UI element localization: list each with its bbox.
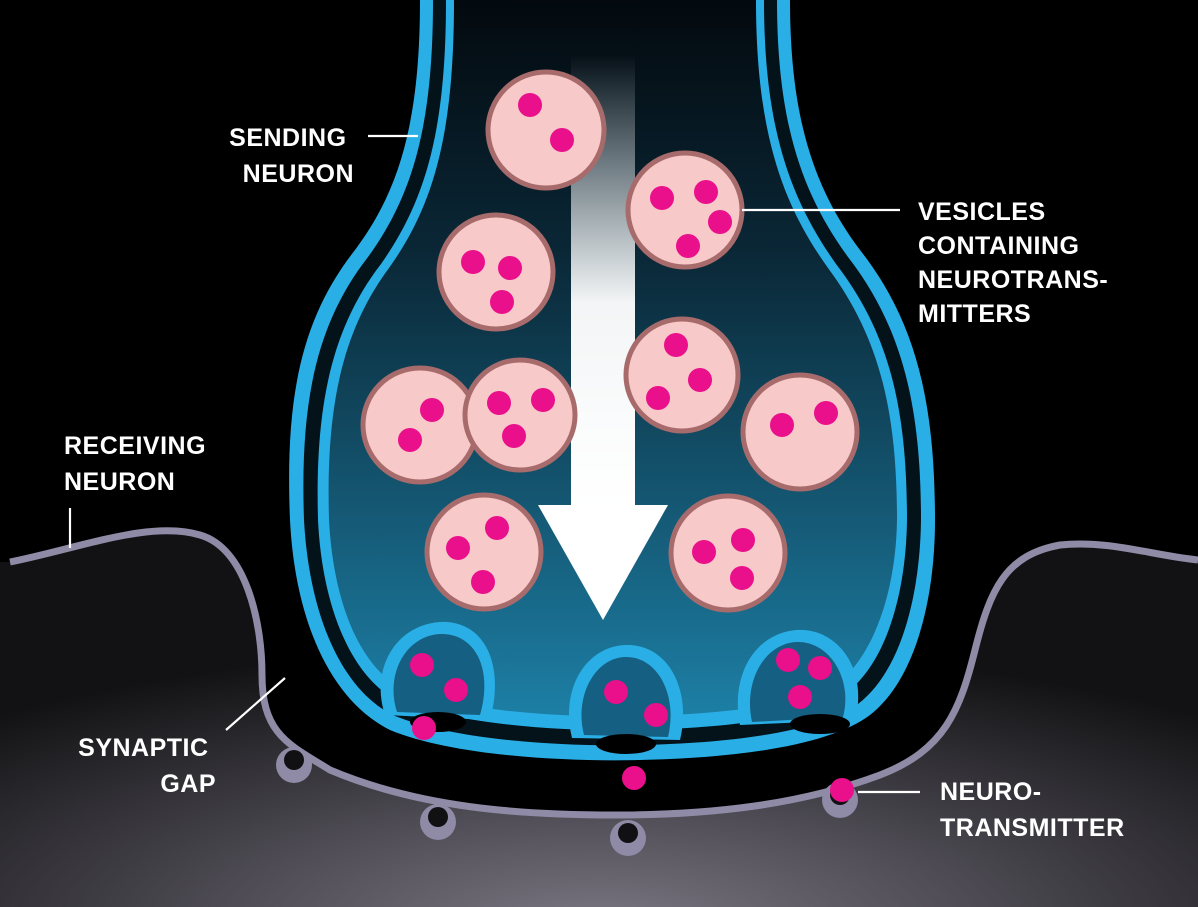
neurotransmitter-dot — [412, 716, 436, 740]
neurotransmitter-dot — [502, 424, 526, 448]
neurotransmitter-dot — [490, 290, 514, 314]
vesicle-body — [671, 496, 785, 610]
vesicle-body — [743, 375, 857, 489]
vesicle-body — [363, 368, 477, 482]
neurotransmitter-dot — [604, 680, 628, 704]
vesicle — [465, 360, 575, 470]
neurotransmitter-dot — [808, 656, 832, 680]
vesicle-body — [465, 360, 575, 470]
neurotransmitter-dot — [776, 648, 800, 672]
neurotransmitter-dot — [788, 685, 812, 709]
vesicle-body — [488, 72, 604, 188]
neurotransmitter-dot — [446, 536, 470, 560]
neurotransmitter-dot — [770, 413, 794, 437]
vesicle — [743, 375, 857, 489]
vesicle — [671, 496, 785, 610]
neurotransmitter-dot — [676, 234, 700, 258]
neurotransmitter-dot — [664, 333, 688, 357]
neurotransmitter-dot — [688, 368, 712, 392]
neurotransmitter-dot — [498, 256, 522, 280]
neurotransmitter-dot — [518, 93, 542, 117]
neurotransmitter-dot — [731, 528, 755, 552]
neurotransmitter-dot — [694, 180, 718, 204]
neurotransmitter-dot — [487, 391, 511, 415]
vesicle — [628, 153, 742, 267]
neurotransmitter-dot — [692, 540, 716, 564]
vesicle — [488, 72, 604, 188]
neurotransmitter-dot — [420, 398, 444, 422]
neurotransmitter-dot — [644, 703, 668, 727]
vesicle — [427, 495, 541, 609]
neurotransmitter-dot — [461, 250, 485, 274]
neurotransmitter-dot — [650, 186, 674, 210]
neurotransmitter-dot — [444, 678, 468, 702]
neurotransmitter-dot — [550, 128, 574, 152]
neurotransmitter-dot — [622, 766, 646, 790]
neurotransmitter-dot — [410, 653, 434, 677]
neurotransmitter-dot — [471, 570, 495, 594]
vesicle — [439, 215, 553, 329]
neurotransmitter-dot — [814, 401, 838, 425]
neurotransmitter-dot — [646, 386, 670, 410]
vesicle — [626, 319, 738, 431]
neurotransmitter-dot — [485, 516, 509, 540]
neurotransmitter-dot — [398, 428, 422, 452]
neurotransmitter-dot — [531, 388, 555, 412]
neurotransmitter-dot — [708, 210, 732, 234]
vesicle — [363, 368, 477, 482]
neurotransmitter-dot — [830, 778, 854, 802]
neurotransmitter-dot — [730, 566, 754, 590]
